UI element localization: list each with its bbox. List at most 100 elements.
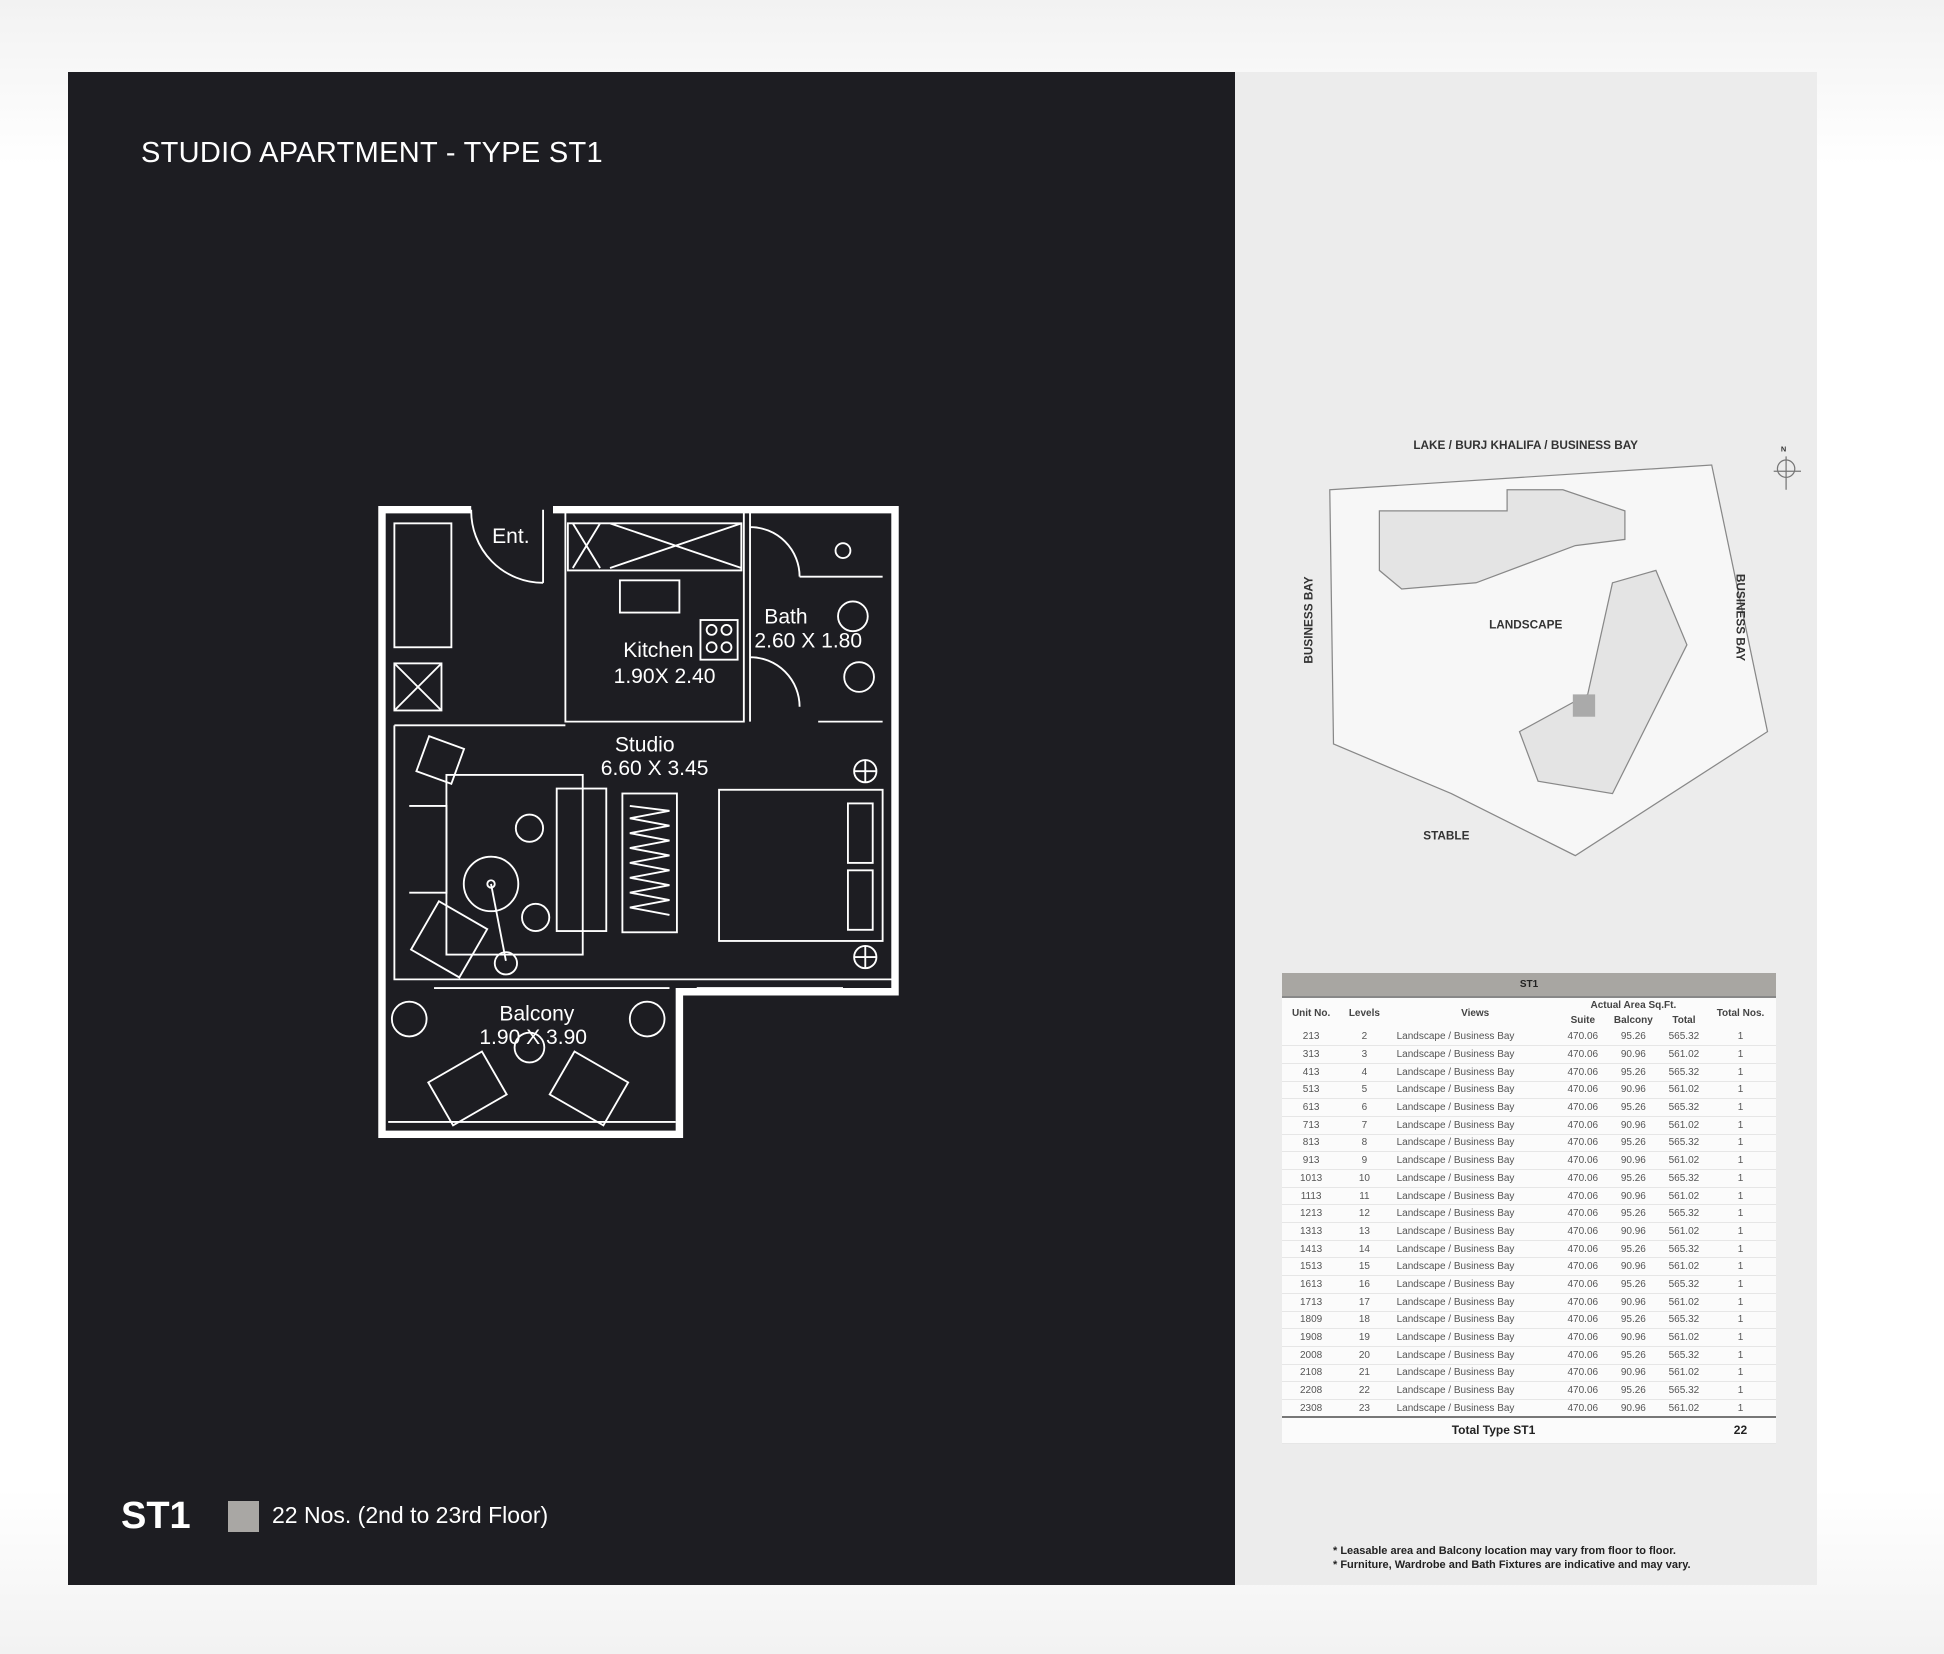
table-cell: 565.32 bbox=[1662, 1311, 1705, 1330]
table-cell: 1713 bbox=[1282, 1293, 1341, 1312]
table-cell: 1 bbox=[1704, 1257, 1776, 1277]
table-cell: 470.06 bbox=[1561, 1063, 1604, 1082]
label-bath-dim: 2.60 X 1.80 bbox=[754, 629, 862, 652]
table-cell: 6 bbox=[1340, 1098, 1389, 1117]
table-cell: 95.26 bbox=[1603, 1063, 1663, 1082]
table-cell: 95.26 bbox=[1603, 1028, 1663, 1047]
table-cell: 561.02 bbox=[1662, 1257, 1705, 1277]
table-cell: 20 bbox=[1340, 1346, 1389, 1365]
table-cell: Landscape / Business Bay bbox=[1388, 1169, 1562, 1188]
table-cell: Landscape / Business Bay bbox=[1388, 1134, 1562, 1153]
unit-count: 22 Nos. (2nd to 23rd Floor) bbox=[272, 1502, 549, 1528]
table-cell: 1 bbox=[1704, 1328, 1776, 1347]
table-cell: 95.26 bbox=[1603, 1346, 1663, 1365]
table-cell: 1 bbox=[1704, 1116, 1776, 1135]
table-cell: Landscape / Business Bay bbox=[1388, 1293, 1562, 1312]
table-cell: 90.96 bbox=[1603, 1081, 1663, 1100]
label-balcony: Balcony bbox=[499, 1002, 574, 1025]
table-cell: Landscape / Business Bay bbox=[1388, 1116, 1562, 1135]
total-label: Total Type ST1 bbox=[1282, 1416, 1705, 1444]
table-cell: 2308 bbox=[1282, 1399, 1341, 1418]
table-cell: 470.06 bbox=[1561, 1098, 1604, 1117]
table-cell: 8 bbox=[1340, 1134, 1389, 1153]
table-cell: 565.32 bbox=[1662, 1204, 1705, 1224]
table-cell: 1908 bbox=[1282, 1328, 1341, 1347]
floor-plan: Ent. Kitchen 1.90X 2.40 Bath 2.60 X 1.80… bbox=[378, 506, 899, 1138]
page-title: STUDIO APARTMENT - TYPE ST1 bbox=[141, 137, 603, 169]
table-cell: 470.06 bbox=[1561, 1045, 1604, 1064]
table-cell: Landscape / Business Bay bbox=[1388, 1098, 1562, 1117]
label-ent: Ent. bbox=[492, 525, 529, 548]
col-area: Actual Area Sq.Ft. bbox=[1590, 1000, 1677, 1011]
table-cell: 9 bbox=[1340, 1151, 1389, 1170]
table-cell: 13 bbox=[1340, 1222, 1389, 1241]
table-cell: 95.26 bbox=[1603, 1134, 1663, 1153]
table-cell: 2008 bbox=[1282, 1346, 1341, 1365]
table-cell: 1809 bbox=[1282, 1311, 1341, 1330]
table-cell: 18 bbox=[1340, 1311, 1389, 1330]
table-cell: 23 bbox=[1340, 1399, 1389, 1418]
table-cell: 1613 bbox=[1282, 1275, 1341, 1294]
label-studio-dim: 6.60 X 3.45 bbox=[601, 757, 709, 780]
table-cell: 213 bbox=[1282, 1028, 1341, 1047]
table-cell: 470.06 bbox=[1561, 1275, 1604, 1294]
table-cell: 813 bbox=[1282, 1134, 1341, 1153]
table-cell: 470.06 bbox=[1561, 1240, 1604, 1259]
table-cell: 561.02 bbox=[1662, 1116, 1705, 1135]
table-cell: 1113 bbox=[1282, 1187, 1341, 1206]
table-cell: Landscape / Business Bay bbox=[1388, 1399, 1562, 1418]
table-cell: 470.06 bbox=[1561, 1381, 1604, 1400]
col-levels: Levels bbox=[1348, 1007, 1380, 1019]
table-cell: 470.06 bbox=[1561, 1399, 1604, 1418]
site-plan: LAKE / BURJ KHALIFA / BUSINESS BAY LANDS… bbox=[1302, 439, 1801, 857]
table-cell: Landscape / Business Bay bbox=[1388, 1045, 1562, 1064]
table-cell: 2208 bbox=[1282, 1381, 1341, 1400]
table-cell: 470.06 bbox=[1561, 1222, 1604, 1241]
table-cell: 565.32 bbox=[1662, 1169, 1705, 1188]
table-cell: 90.96 bbox=[1603, 1116, 1663, 1135]
table-cell: 3 bbox=[1340, 1045, 1389, 1064]
label-kitchen-dim: 1.90X 2.40 bbox=[614, 665, 716, 688]
table-cell: Landscape / Business Bay bbox=[1388, 1328, 1562, 1347]
table-cell: Landscape / Business Bay bbox=[1388, 1222, 1562, 1241]
table-cell: 561.02 bbox=[1662, 1293, 1705, 1312]
table-cell: 16 bbox=[1340, 1275, 1389, 1294]
table-cell: Landscape / Business Bay bbox=[1388, 1151, 1562, 1170]
unit-type-code: ST1 bbox=[121, 1495, 191, 1537]
label-studio: Studio bbox=[615, 733, 675, 756]
table-cell: 1013 bbox=[1282, 1169, 1341, 1188]
table-cell: 2108 bbox=[1282, 1364, 1341, 1383]
table-cell: 565.32 bbox=[1662, 1346, 1705, 1365]
table-cell: 22 bbox=[1340, 1381, 1389, 1400]
table-cell: 1 bbox=[1704, 1240, 1776, 1259]
table-cell: 713 bbox=[1282, 1116, 1341, 1135]
table-cell: 561.02 bbox=[1662, 1399, 1705, 1418]
table-cell: 561.02 bbox=[1662, 1364, 1705, 1383]
table-cell: Landscape / Business Bay bbox=[1388, 1081, 1562, 1100]
table-cell: 561.02 bbox=[1662, 1222, 1705, 1241]
table-cell: 313 bbox=[1282, 1045, 1341, 1064]
table-cell: 95.26 bbox=[1603, 1240, 1663, 1259]
table-cell: 913 bbox=[1282, 1151, 1341, 1170]
table-cell: 565.32 bbox=[1662, 1275, 1705, 1294]
table-cell: 1 bbox=[1704, 1045, 1776, 1064]
table-cell: 565.32 bbox=[1662, 1240, 1705, 1259]
notes: * Leasable area and Balcony location may… bbox=[1333, 1544, 1691, 1572]
table-cell: 1 bbox=[1704, 1098, 1776, 1117]
col-total: Total bbox=[1672, 1015, 1696, 1026]
table-cell: 90.96 bbox=[1603, 1187, 1663, 1206]
table-cell: 561.02 bbox=[1662, 1081, 1705, 1100]
table-cell: 470.06 bbox=[1561, 1116, 1604, 1135]
table-cell: Landscape / Business Bay bbox=[1388, 1311, 1562, 1330]
table-cell: 613 bbox=[1282, 1098, 1341, 1117]
table-cell: 21 bbox=[1340, 1364, 1389, 1383]
table-cell: 90.96 bbox=[1603, 1222, 1663, 1241]
